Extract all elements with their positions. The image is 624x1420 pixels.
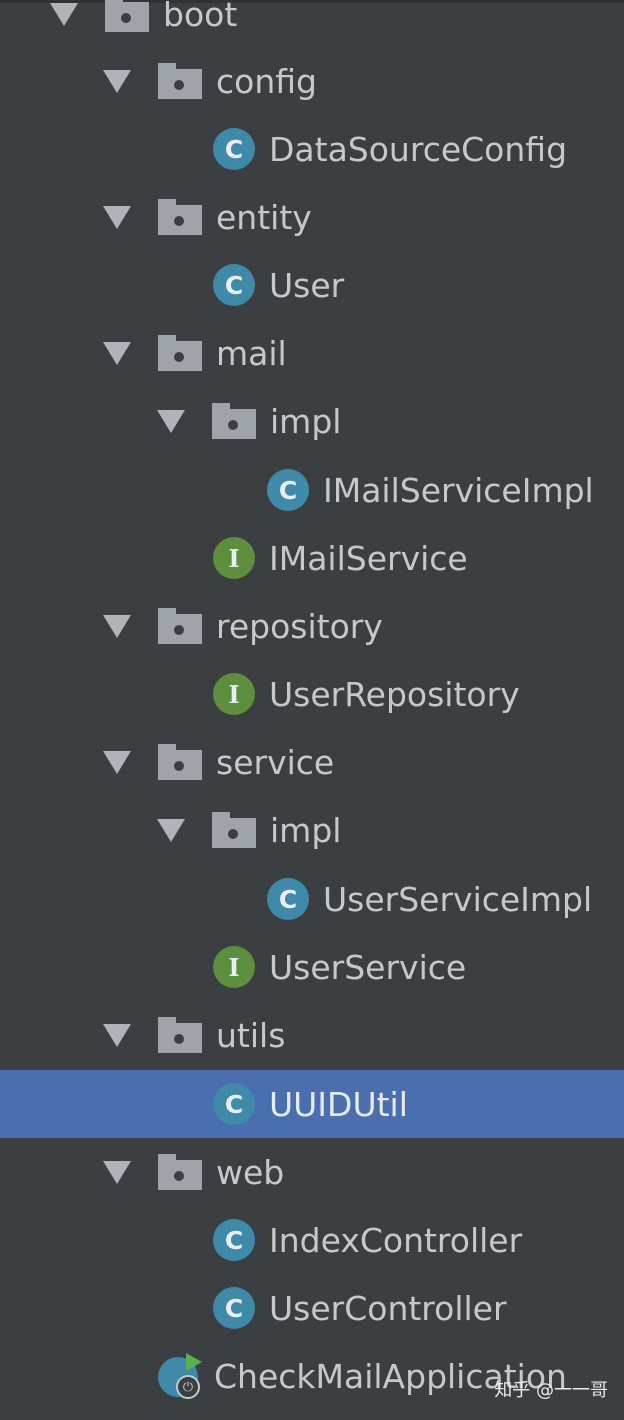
- package-folder-icon: [158, 335, 202, 371]
- folder-label: service: [216, 742, 335, 782]
- class-icon: C: [213, 264, 255, 306]
- expand-arrow-icon[interactable]: [157, 818, 185, 842]
- expand-arrow-icon[interactable]: [103, 205, 131, 229]
- tree-row-uuidutil[interactable]: C UUIDUtil: [0, 1070, 624, 1138]
- expand-arrow-icon[interactable]: [157, 409, 185, 433]
- class-icon: C: [267, 469, 309, 511]
- class-icon: C: [213, 1287, 255, 1329]
- tree-row-imailserviceimpl[interactable]: C IMailServiceImpl: [0, 456, 624, 524]
- tree-row-config[interactable]: config: [0, 47, 624, 115]
- expand-arrow-icon[interactable]: [103, 341, 131, 365]
- file-label: UserController: [269, 1288, 507, 1328]
- expand-arrow-icon[interactable]: [50, 2, 78, 26]
- folder-label: repository: [216, 606, 383, 646]
- power-icon: ⏻: [176, 1375, 200, 1399]
- class-icon: C: [267, 878, 309, 920]
- file-label: User: [269, 265, 345, 305]
- tree-row-userrepository[interactable]: I UserRepository: [0, 660, 624, 728]
- tree-row-checkmailapplication[interactable]: ⏻ CheckMailApplication: [0, 1342, 624, 1410]
- run-triangle-icon: [186, 1353, 202, 1371]
- tree-row-user[interactable]: C User: [0, 251, 624, 319]
- tree-row-mail-impl[interactable]: impl: [0, 387, 624, 455]
- tree-row-boot[interactable]: boot: [0, 0, 624, 48]
- file-label: UserRepository: [269, 674, 520, 714]
- tree-row-userservice[interactable]: I UserService: [0, 933, 624, 1001]
- package-folder-icon: [158, 1154, 202, 1190]
- expand-arrow-icon[interactable]: [103, 614, 131, 638]
- class-icon: C: [213, 1083, 255, 1125]
- folder-label: impl: [270, 401, 342, 441]
- package-folder-icon: [158, 199, 202, 235]
- top-border: [0, 0, 624, 3]
- class-icon: C: [213, 1219, 255, 1261]
- tree-row-service[interactable]: service: [0, 728, 624, 796]
- file-label: IndexController: [269, 1220, 523, 1260]
- package-folder-icon: [158, 1017, 202, 1053]
- folder-label: config: [216, 61, 317, 101]
- package-folder-icon: [158, 608, 202, 644]
- watermark: 知乎 @一一哥: [494, 1380, 608, 1401]
- file-label: IMailService: [269, 538, 468, 578]
- tree-row-usercontroller[interactable]: C UserController: [0, 1274, 624, 1342]
- spring-boot-app-icon: ⏻: [158, 1353, 204, 1399]
- class-icon: C: [213, 128, 255, 170]
- interface-icon: I: [213, 946, 255, 988]
- folder-label: impl: [270, 810, 342, 850]
- expand-arrow-icon[interactable]: [103, 1160, 131, 1184]
- folder-label: entity: [216, 197, 312, 237]
- tree-row-service-impl[interactable]: impl: [0, 796, 624, 864]
- expand-arrow-icon[interactable]: [103, 1023, 131, 1047]
- file-label: CheckMailApplication: [214, 1356, 567, 1396]
- package-folder-icon: [158, 63, 202, 99]
- tree-row-indexcontroller[interactable]: C IndexController: [0, 1206, 624, 1274]
- folder-label: utils: [216, 1015, 286, 1055]
- interface-icon: I: [213, 537, 255, 579]
- expand-arrow-icon[interactable]: [103, 69, 131, 93]
- tree-row-utils[interactable]: utils: [0, 1001, 624, 1069]
- tree-row-datasourceconfig[interactable]: C DataSourceConfig: [0, 115, 624, 183]
- file-label: UserService: [269, 947, 467, 987]
- interface-icon: I: [213, 673, 255, 715]
- tree-row-imailservice[interactable]: I IMailService: [0, 524, 624, 592]
- expand-arrow-icon[interactable]: [103, 750, 131, 774]
- tree-row-mail[interactable]: mail: [0, 319, 624, 387]
- tree-row-web[interactable]: web: [0, 1138, 624, 1206]
- tree-row-repository[interactable]: repository: [0, 592, 624, 660]
- package-folder-icon: [212, 403, 256, 439]
- tree-row-entity[interactable]: entity: [0, 183, 624, 251]
- folder-label: boot: [163, 0, 238, 34]
- package-folder-icon: [105, 0, 149, 32]
- package-folder-icon: [158, 744, 202, 780]
- file-label: IMailServiceImpl: [323, 470, 594, 510]
- folder-label: web: [216, 1152, 285, 1192]
- file-label: UUIDUtil: [269, 1084, 408, 1124]
- file-label: DataSourceConfig: [269, 129, 568, 169]
- file-label: UserServiceImpl: [323, 879, 593, 919]
- tree-row-userserviceimpl[interactable]: C UserServiceImpl: [0, 865, 624, 933]
- package-folder-icon: [212, 812, 256, 848]
- folder-label: mail: [216, 333, 287, 373]
